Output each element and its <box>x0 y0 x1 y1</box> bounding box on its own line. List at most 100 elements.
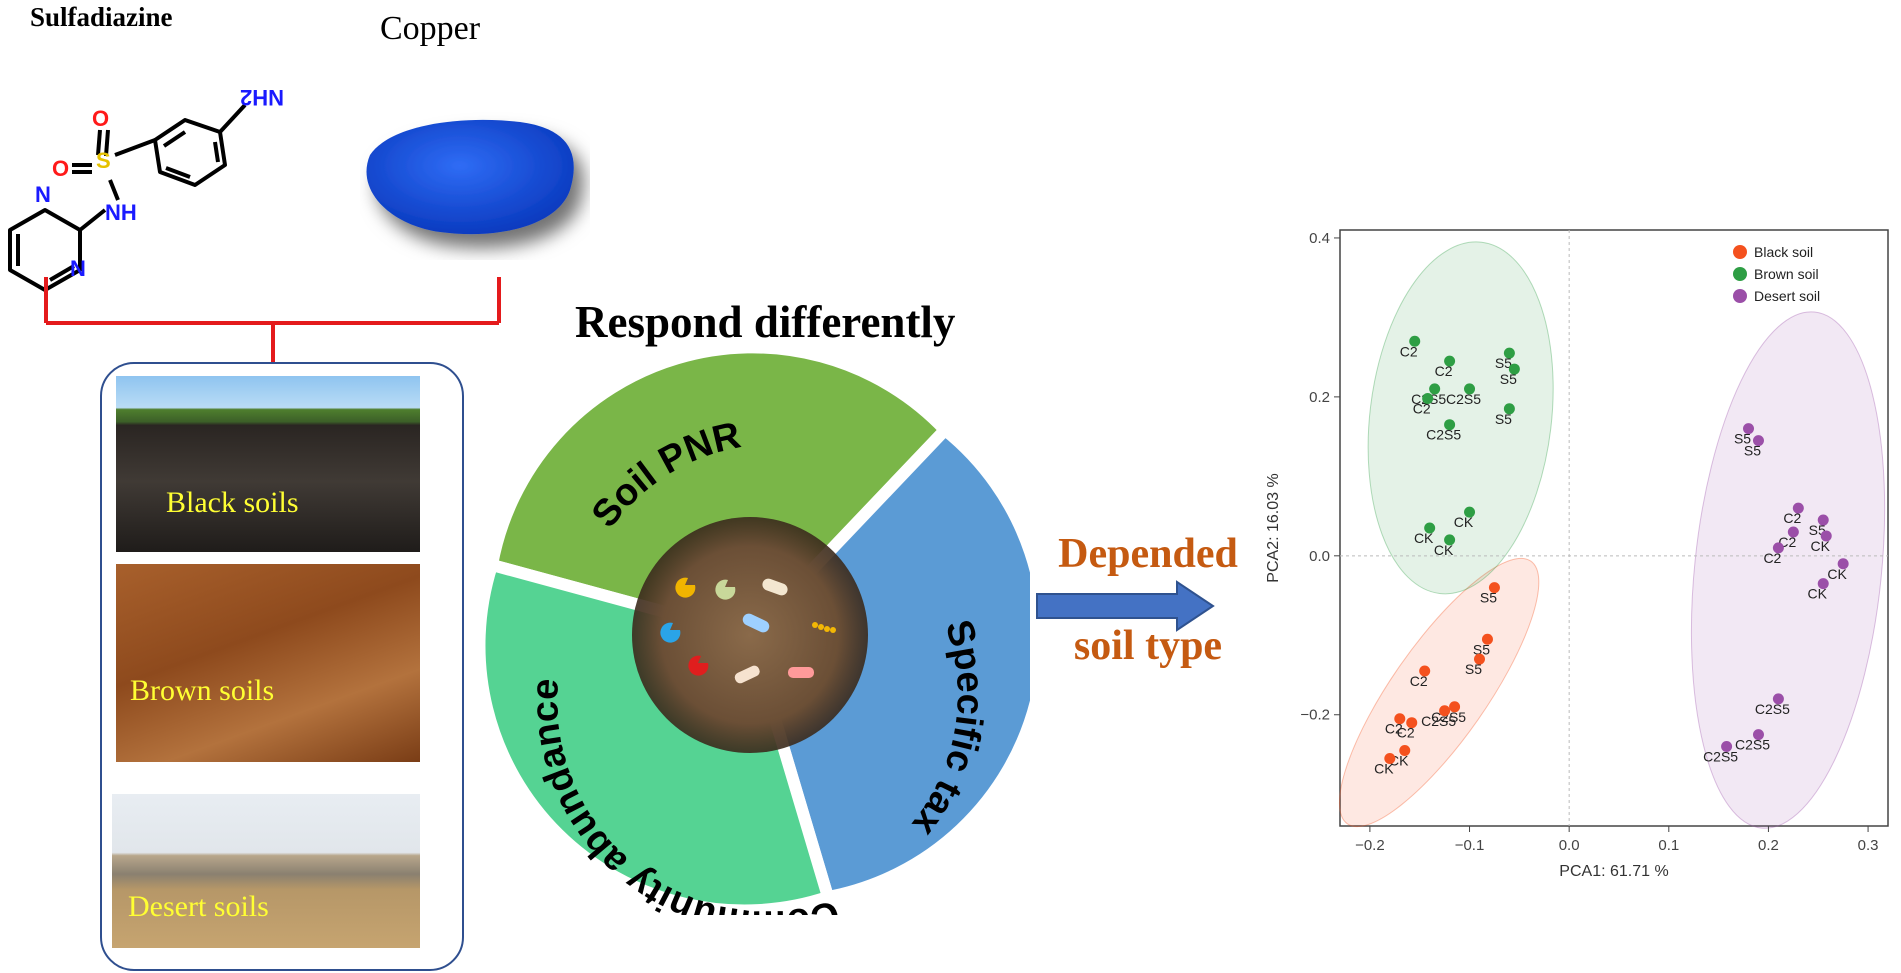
legend-marker <box>1733 267 1747 281</box>
data-point <box>1424 522 1436 534</box>
brown-soil-label: Brown soils <box>130 674 275 707</box>
atom-nh2: NH2 <box>240 85 284 110</box>
point-label: C2 <box>1385 721 1403 737</box>
copper-powder-image <box>366 119 574 235</box>
point-label: CK <box>1827 566 1847 582</box>
x-tick-label: 0.0 <box>1559 837 1580 854</box>
black-soil-photo: Black soils <box>116 376 420 552</box>
point-label: S5 <box>1480 590 1497 606</box>
microbe-icon <box>788 667 814 678</box>
right-arrow-icon <box>1036 580 1215 632</box>
point-label: S5 <box>1500 371 1517 387</box>
response-wheel: Soil PNR Specific taxa Community abundan… <box>470 345 1030 915</box>
atom-o-1: O <box>92 106 109 131</box>
point-label: C2 <box>1763 550 1781 566</box>
copper-label: Copper <box>380 10 481 47</box>
microbe-icon <box>734 665 760 684</box>
conclusion-line1: Depended <box>1058 531 1238 577</box>
data-point <box>1503 347 1515 359</box>
point-label: C2 <box>1400 343 1418 359</box>
data-point <box>1464 383 1476 395</box>
point-label: C2 <box>1397 725 1415 741</box>
legend-label: Desert soil <box>1754 288 1820 304</box>
legend-label: Black soil <box>1754 244 1813 260</box>
point-label: CK <box>1434 542 1454 558</box>
atom-s: S <box>96 148 111 173</box>
sulfadiazine-structure: N N NH S O O NH2 <box>8 85 284 292</box>
data-point <box>1481 633 1493 645</box>
atom-n-2: N <box>70 256 86 281</box>
data-point <box>1772 693 1784 705</box>
y-tick-label: 0.4 <box>1309 230 1330 247</box>
data-point <box>1820 530 1832 542</box>
data-point <box>1752 729 1764 741</box>
data-point <box>1817 578 1829 590</box>
data-point <box>1787 526 1799 538</box>
x-tick-label: 0.3 <box>1858 837 1879 854</box>
data-point <box>1422 392 1434 404</box>
legend-marker <box>1733 289 1747 303</box>
soil-microbe-disk <box>632 517 868 753</box>
data-point <box>1837 558 1849 570</box>
data-point <box>1772 542 1784 554</box>
x-tick-label: −0.2 <box>1355 837 1385 854</box>
microbe-icon <box>688 655 709 676</box>
data-point <box>1439 705 1451 717</box>
microbe-icon <box>762 578 788 596</box>
conclusion-line2: soil type <box>1073 623 1223 669</box>
data-point <box>1449 701 1461 713</box>
y-tick-label: −0.2 <box>1300 707 1330 724</box>
point-label: C2 <box>1435 363 1453 379</box>
point-label: S5 <box>1744 443 1761 459</box>
point-label: C2S5 <box>1446 391 1481 407</box>
data-point <box>1419 665 1431 677</box>
legend-label: Brown soil <box>1754 266 1819 282</box>
sulfadiazine-label: Sulfadiazine <box>30 2 173 32</box>
atom-o-2: O <box>52 156 69 181</box>
data-point <box>1503 403 1515 415</box>
x-tick-label: 0.1 <box>1658 837 1679 854</box>
x-axis-label: PCA1: 61.71 % <box>1559 863 1668 880</box>
data-point <box>1444 534 1456 546</box>
data-point <box>1752 435 1764 447</box>
black-soil-label: Black soils <box>166 486 299 519</box>
data-point <box>1444 355 1456 367</box>
point-label: C2 <box>1410 673 1428 689</box>
microbe-chain-icon <box>812 622 836 633</box>
soil-types-panel: Black soils Brown soils Desert soils <box>100 362 464 971</box>
point-label: S5 <box>1734 431 1751 447</box>
point-label: CK <box>1808 586 1828 602</box>
input-connector <box>44 277 501 363</box>
x-tick-label: −0.1 <box>1455 837 1485 854</box>
desert-soil-label: Desert soils <box>128 890 269 923</box>
point-label: CK <box>1810 538 1830 554</box>
data-point <box>1464 506 1476 518</box>
data-point <box>1406 717 1418 729</box>
data-point <box>1488 582 1500 594</box>
point-label: S5 <box>1495 411 1512 427</box>
segment-soil-pnr <box>485 345 954 642</box>
data-point <box>1743 423 1755 435</box>
respond-heading: Respond differently <box>575 297 956 347</box>
point-label: S5 <box>1465 661 1482 677</box>
data-point <box>1399 745 1411 757</box>
confidence-ellipse <box>1367 241 1554 595</box>
point-label: CK <box>1414 530 1434 546</box>
point-label: C2S5 <box>1735 737 1770 753</box>
data-point <box>1508 363 1520 375</box>
point-label: C2S5 <box>1755 701 1790 717</box>
data-point <box>1384 752 1396 764</box>
data-point <box>1721 741 1733 753</box>
point-label: C2S5 <box>1421 713 1456 729</box>
point-label: C2S5 <box>1703 749 1738 765</box>
segment-specific-taxa <box>743 421 1030 904</box>
point-label: C2 <box>1783 510 1801 526</box>
data-point <box>1473 653 1485 665</box>
point-label: S5 <box>1473 641 1490 657</box>
microbe-icon <box>715 579 736 600</box>
data-point <box>1409 335 1421 347</box>
microbe-icon <box>675 577 696 598</box>
y-tick-label: 0.0 <box>1309 548 1330 565</box>
brown-soil-photo: Brown soils <box>116 564 420 762</box>
